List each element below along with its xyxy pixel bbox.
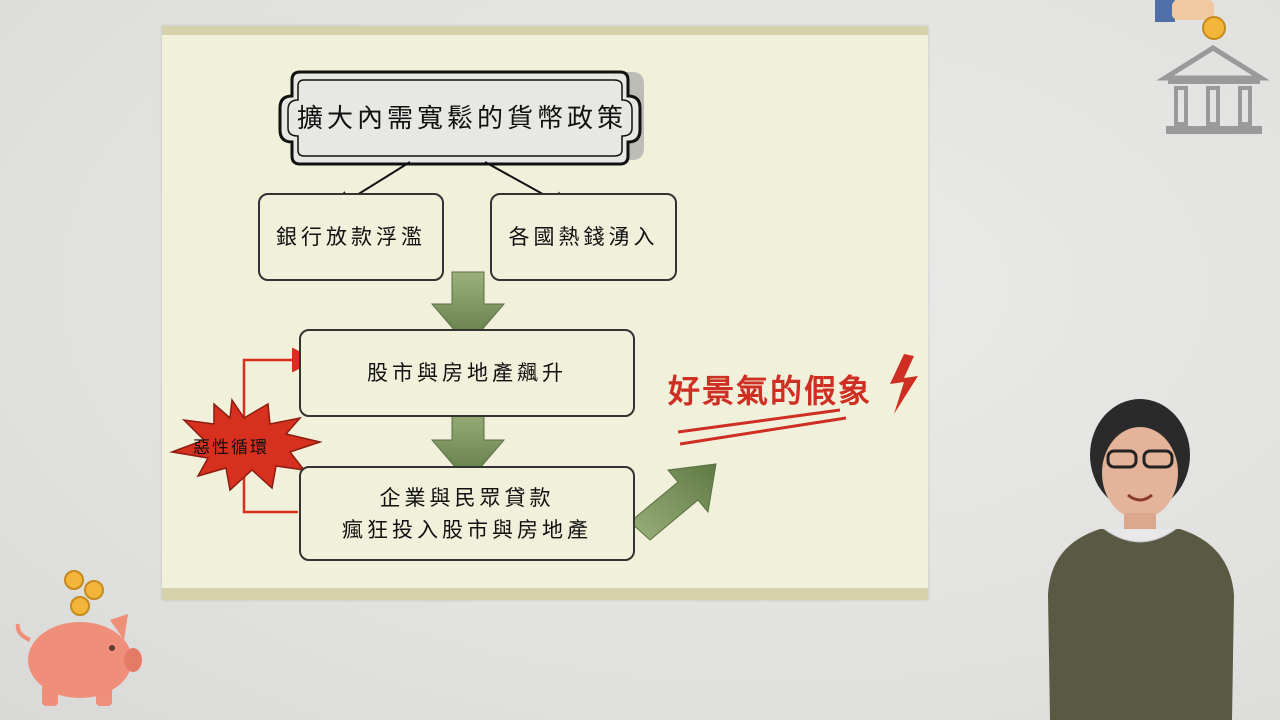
explosion-star-icon [169,397,323,492]
slide-top-bar [162,26,928,35]
box-stock-property: 股市與房地產飆升 [299,329,635,417]
diagram-title: 擴大內需寬鬆的貨幣政策 [296,103,627,134]
title-banner [278,70,644,166]
slide-bottom-bar [162,588,928,600]
box-stock-label: 股市與房地產飆升 [367,361,567,385]
up-right-arrow [629,463,717,541]
box-bank-loans: 銀行放款浮濫 [258,193,444,281]
lightning-icon [890,354,918,414]
vicious-cycle-label: 惡性循環 [193,438,269,458]
box-loan-line1: 企業與民眾貸款 [379,485,555,510]
box-hot-money: 各國熱錢湧入 [490,193,677,281]
illusion-label: 好景氣的假象 [668,372,873,410]
presenter [1048,399,1234,720]
down-arrow-1 [430,271,506,347]
box-hot-money-label: 各國熱錢湧入 [508,225,659,249]
title-scroll: 擴大內需寬鬆的貨幣政策 [282,70,642,162]
box-bank-label: 銀行放款浮濫 [276,225,426,249]
box-loan-line2: 瘋狂投入股市與房地產 [342,517,592,542]
box-loans-invest: 企業與民眾貸款 瘋狂投入股市與房地產 [299,466,635,561]
